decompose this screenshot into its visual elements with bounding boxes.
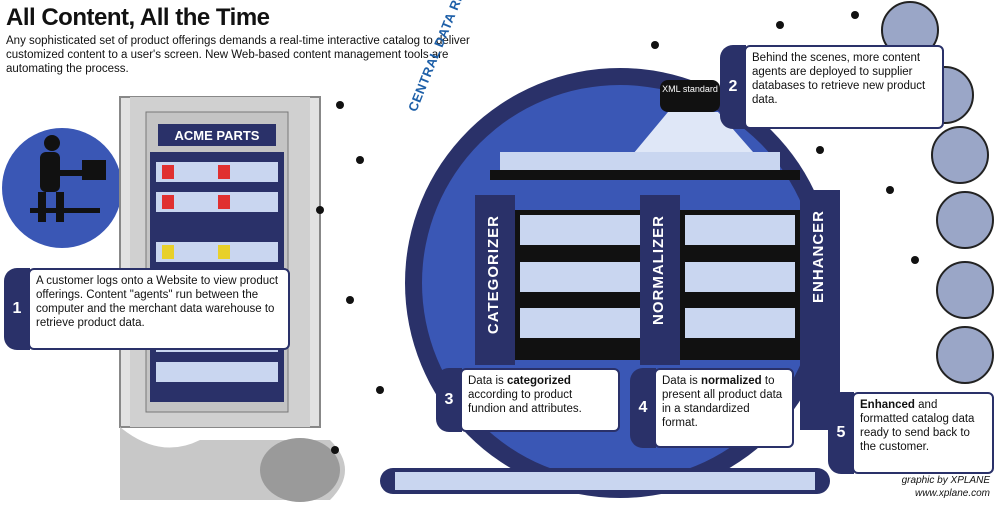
- step-3-text: according to product fundion and attribu…: [468, 389, 582, 415]
- page-title: All Content, All the Time: [6, 4, 270, 31]
- enhancer-label: ENHANCER: [810, 210, 827, 304]
- step-1-number: 1: [4, 268, 30, 350]
- step-3-lead: Data is: [468, 375, 507, 387]
- normalizer-label: NORMALIZER: [650, 215, 667, 325]
- conveyor-bottom: [380, 468, 830, 494]
- step-3-callout: Data is categorized according to product…: [460, 368, 620, 432]
- agent-icons: [316, 11, 919, 454]
- step-5-number: 5: [828, 392, 854, 474]
- categorizer-shelf: [475, 195, 660, 365]
- enhancer-chute: [800, 190, 840, 430]
- step-4-strong: normalized: [701, 375, 762, 387]
- step-2-text: Behind the scenes, more content agents a…: [752, 52, 926, 106]
- acme-parts-sign: ACME PARTS: [174, 127, 260, 143]
- step-3-strong: categorized: [507, 375, 571, 387]
- step-5-strong: Enhanced: [860, 399, 915, 411]
- step-5-text: and formatted catalog data ready to send…: [860, 399, 975, 453]
- customer-circle: [2, 128, 122, 248]
- step-4-number: 4: [630, 368, 656, 448]
- credit-line-2: www.xplane.com: [914, 488, 990, 499]
- credit-line-1: graphic by XPLANE: [901, 475, 990, 486]
- step-5-callout: Enhanced and formatted catalog data read…: [852, 392, 994, 474]
- step-4-text: to present all product data in a standar…: [662, 375, 783, 429]
- step-2-callout: Behind the scenes, more content agents a…: [744, 45, 944, 129]
- conveyor-top: [490, 152, 800, 180]
- step-1-text: A customer logs onto a Website to view p…: [36, 275, 279, 329]
- step-2-number: 2: [720, 45, 746, 129]
- step-1-callout: A customer logs onto a Website to view p…: [28, 268, 290, 350]
- customer-icon: [30, 135, 106, 222]
- normalizer-shelf: [640, 195, 800, 365]
- step-4-lead: Data is: [662, 375, 701, 387]
- page-subtitle: Any sophisticated set of product offerin…: [6, 35, 470, 75]
- categorizer-label: CATEGORIZER: [485, 215, 502, 335]
- credit: graphic by XPLANE www.xplane.com: [902, 474, 990, 500]
- xml-standard-label: XML standard: [662, 84, 718, 94]
- step-3-number: 3: [436, 368, 462, 432]
- step-4-callout: Data is normalized to present all produc…: [654, 368, 794, 448]
- xml-standard-node: [660, 80, 720, 112]
